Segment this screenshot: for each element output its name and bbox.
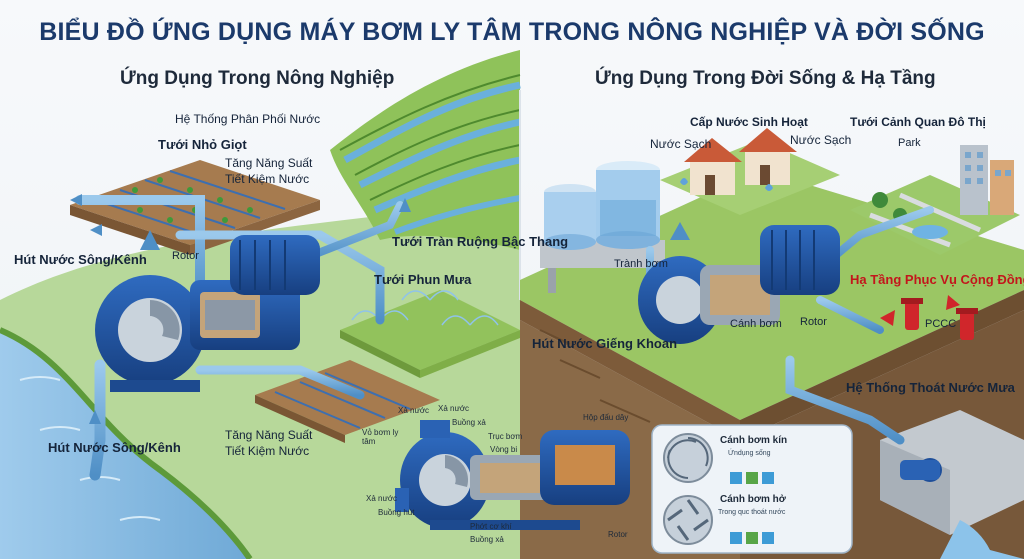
drip-field-lower <box>255 360 440 443</box>
label-bearing: Vòng bi <box>490 445 518 454</box>
label-distribution: Hệ Thống Phân Phối Nước <box>175 112 321 126</box>
label-impeller: Cánh bơm <box>730 318 782 330</box>
label-suction: Buồng hút <box>378 508 415 517</box>
cutaway-pump <box>395 420 630 530</box>
label-shaft: Trục bơm <box>488 432 523 441</box>
label-terrace: Tưới Tràn Ruộng Bậc Thang <box>392 234 569 249</box>
agri-heading: Ứng Dụng Trong Nông Nghiệp <box>120 68 395 89</box>
houses <box>660 128 840 215</box>
label-gearbox: Hộp đấu dây <box>583 413 629 422</box>
legend-box <box>651 424 853 554</box>
label-intake-left: Hút Nước Sông/Kênh <box>14 252 147 267</box>
label-park: Park <box>898 137 921 149</box>
label-yield-top: Tăng Năng Suất <box>225 156 313 170</box>
terrace-fields <box>330 50 521 250</box>
label-public: Hạ Tầng Phục Vụ Cộng Đồng <box>850 272 1024 287</box>
label-outlet3: Xả nước <box>366 494 398 503</box>
label-outlet2: Xả nước <box>438 404 470 413</box>
label-pump-body: Trành bơm <box>614 258 668 270</box>
legend-open-sub: Trong quc thoát nước <box>718 509 786 516</box>
label-save-top: Tiết Kiệm Nước <box>225 172 310 186</box>
drainage-unit <box>880 410 1024 559</box>
main-title: BIỂU ĐỒ ỨNG DỤNG MÁY BƠM LY TÂM TRONG NÔ… <box>39 18 985 46</box>
left-pipes <box>36 195 404 481</box>
sprinkler-field <box>340 290 520 378</box>
label-pccc: PCCC <box>925 318 957 330</box>
label-outlet1: Xả nước <box>398 406 430 415</box>
label-drip: Tưới Nhỏ Giọt <box>158 137 247 152</box>
label-discharge: Buồng xả <box>452 418 486 427</box>
label-seal: Phớt cơ khí <box>470 522 512 531</box>
label-sprinkler: Tưới Phun Mưa <box>374 272 472 287</box>
legend-open-title: Cánh bơm hở <box>720 494 786 505</box>
label-rotor-right: Rotor <box>800 316 827 328</box>
city-park <box>850 145 1020 255</box>
urban-pump <box>638 222 840 344</box>
label-landscape: Tưới Cảnh Quan Đô Thị <box>850 115 986 129</box>
label-chamber: Buồng xả <box>470 535 504 544</box>
legend-closed-title: Cánh bơm kín <box>720 435 788 446</box>
label-clean-right: Nước Sạch <box>790 133 852 147</box>
label-yield-bottom: Tăng Năng Suất <box>225 428 313 442</box>
fire-hydrants <box>880 295 978 340</box>
flow-arrows <box>70 194 411 424</box>
label-drainage: Hệ Thống Thoát Nước Mưa <box>846 380 1015 395</box>
river-bank <box>0 327 253 559</box>
label-intake-bottom: Hút Nước Sông/Kênh <box>48 440 181 455</box>
river-waves <box>19 376 161 521</box>
water-tanks <box>540 161 665 293</box>
legend-closed-sub: Ứndụng sống <box>728 450 771 457</box>
label-save-bottom: Tiết Kiệm Nước <box>225 444 310 458</box>
left-pump <box>95 230 320 392</box>
urban-heading: Ứng Dụng Trong Đời Sống & Hạ Tầng <box>595 68 936 89</box>
label-well: Hút Nước Giếng Khoan <box>532 336 678 351</box>
label-casing: Vỏ bơm ly tâm <box>362 428 399 446</box>
label-domestic: Cấp Nước Sinh Hoạt <box>690 115 808 129</box>
label-clean-left: Nước Sạch <box>650 137 712 151</box>
label-rotor-cutaway: Rotor <box>608 530 628 539</box>
label-rotor-left: Rotor <box>172 250 199 262</box>
